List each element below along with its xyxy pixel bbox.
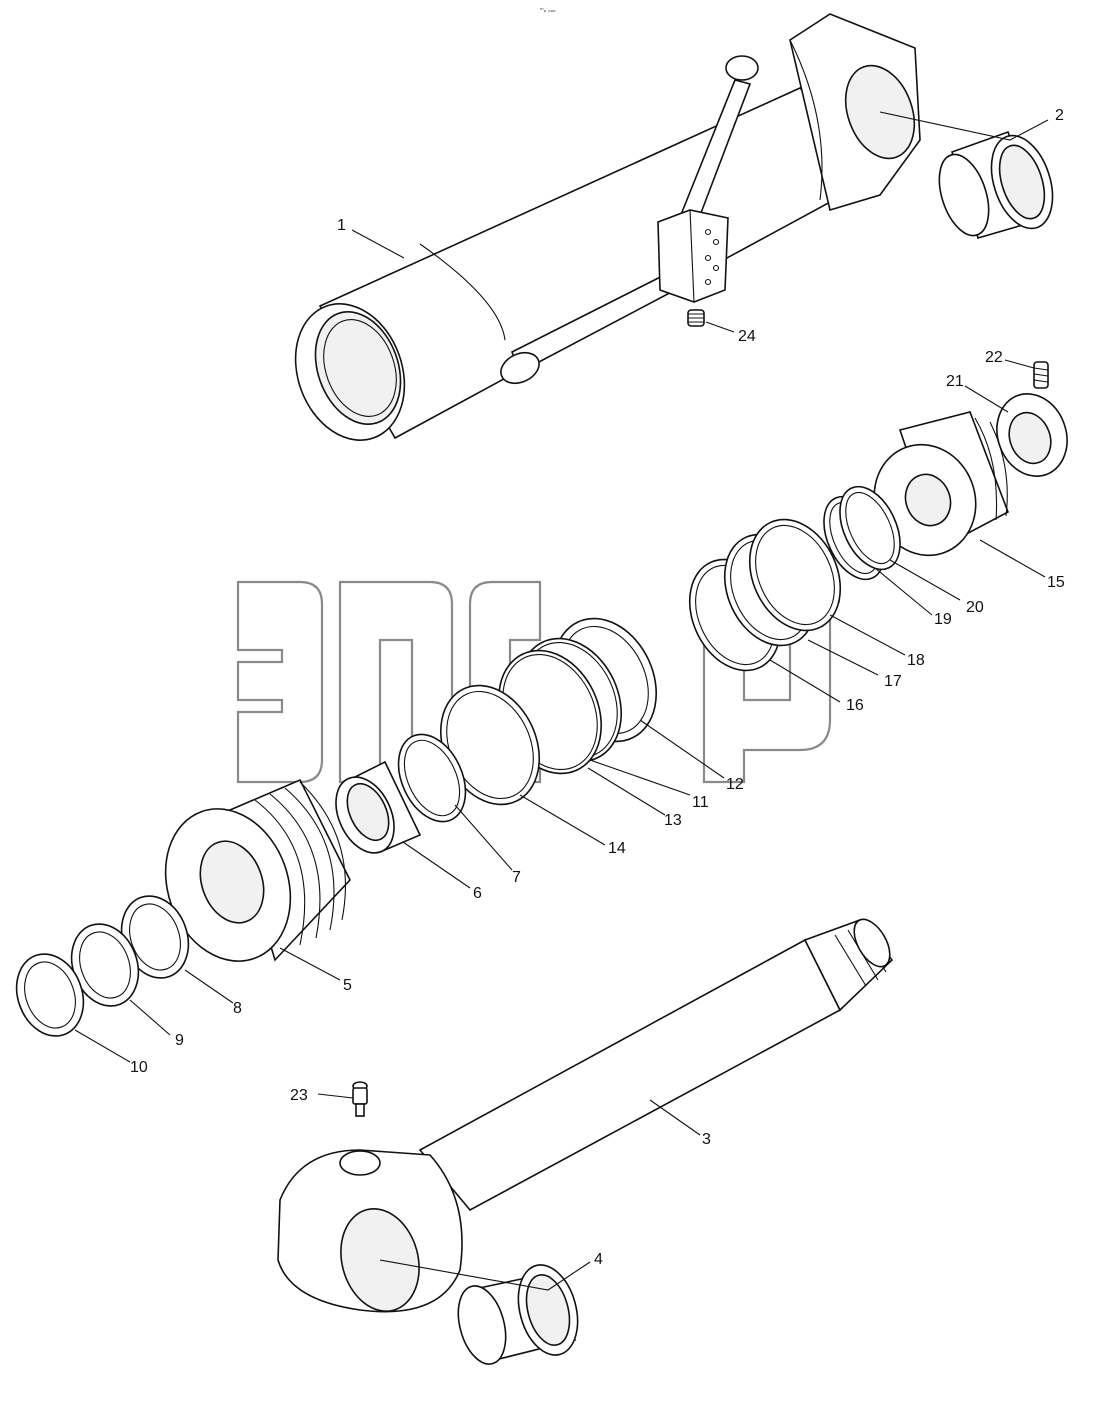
seal-ring-7 xyxy=(397,733,467,823)
callout-1: 1 xyxy=(337,217,346,234)
backup-ring-20 xyxy=(839,485,901,571)
callout-18: 18 xyxy=(907,652,925,669)
bushing-lower xyxy=(457,1264,579,1365)
callout-20: 20 xyxy=(966,599,984,616)
callout-8: 8 xyxy=(233,1000,242,1017)
callout-10: 10 xyxy=(130,1059,148,1076)
piston-nut-part xyxy=(996,393,1068,477)
callout-11: 11 xyxy=(692,794,709,811)
grease-fitting-part xyxy=(352,1081,368,1117)
callout-5: 5 xyxy=(343,977,352,994)
callout-22: 22 xyxy=(985,349,1003,366)
callout-24: 24 xyxy=(738,328,756,345)
set-screw-part xyxy=(1033,361,1049,389)
guide-bushing-part xyxy=(335,760,422,854)
piston-rod-part xyxy=(277,918,894,1313)
cylinder-head-part xyxy=(164,778,351,962)
cylinder-tube xyxy=(294,13,921,441)
piston-part xyxy=(873,411,1009,557)
callout-16: 16 xyxy=(846,697,864,714)
wear-ring-18 xyxy=(748,518,842,632)
callout-17: 17 xyxy=(884,673,902,690)
callout-13: 13 xyxy=(664,812,682,829)
callout-labels: 1 2 3 4 5 6 7 8 9 10 11 12 13 14 15 16 1… xyxy=(130,107,1065,1268)
callout-15: 15 xyxy=(1047,574,1065,591)
header-code: ᵐₚ ₒₒₒ xyxy=(540,7,556,14)
callout-21: 21 xyxy=(946,373,964,390)
callout-14: 14 xyxy=(608,840,626,857)
callout-4: 4 xyxy=(594,1251,603,1268)
callout-19: 19 xyxy=(934,611,952,628)
callout-23: 23 xyxy=(290,1087,308,1104)
bushing-upper xyxy=(938,130,1054,239)
callout-2: 2 xyxy=(1055,107,1064,124)
callout-12: 12 xyxy=(726,776,744,793)
plug-part xyxy=(687,309,705,327)
leader-lines xyxy=(74,111,1049,1291)
callout-9: 9 xyxy=(175,1032,184,1049)
callout-6: 6 xyxy=(473,885,482,902)
callout-7: 7 xyxy=(512,869,521,886)
callout-3: 3 xyxy=(702,1131,711,1148)
